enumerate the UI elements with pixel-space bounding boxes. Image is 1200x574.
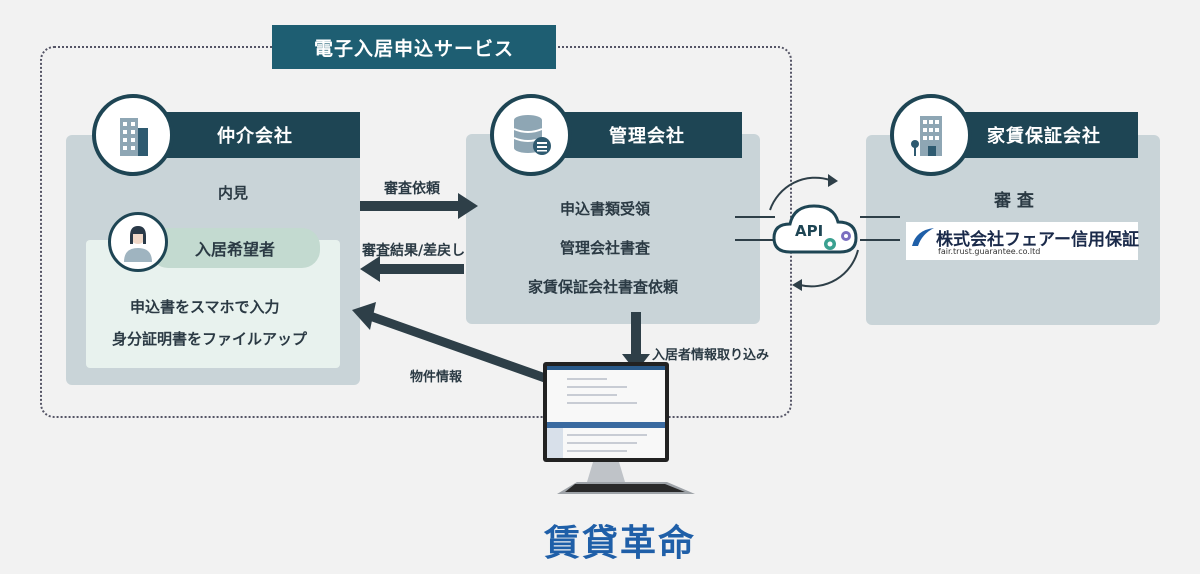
property-arrow <box>352 302 547 383</box>
guarantee-icon-circle <box>890 94 972 176</box>
request-label: 審査依頼 <box>384 181 440 197</box>
database-icon <box>513 115 551 155</box>
review-text: 審 査 <box>994 191 1034 211</box>
api-cycle-arrows <box>769 174 859 291</box>
bank-building-icon <box>911 116 942 156</box>
request-arrow <box>360 193 478 219</box>
cloud-icon <box>772 204 858 254</box>
naiken-text: 内見 <box>218 184 249 202</box>
result-arrow <box>360 256 464 282</box>
broker-icon-circle <box>92 94 174 176</box>
product-name: 賃貸革命 <box>544 523 697 564</box>
person-icon <box>124 226 152 262</box>
api-connection-lines <box>735 216 900 241</box>
management-item-2: 管理会社書査 <box>560 239 651 257</box>
management-item-1: 申込書類受領 <box>560 200 651 218</box>
result-label: 審査結果/差戻し <box>362 243 466 259</box>
guarantee-company-logo: 株式会社フェアー信用保証 fair.trust.guarantee.co.ltd <box>906 222 1139 260</box>
applicant-line-2: 身分証明書をファイルアップ <box>112 330 308 348</box>
company-name: 株式会社フェアー信用保証 <box>936 230 1139 250</box>
applicant-line-1: 申込書をスマホで入力 <box>130 298 280 316</box>
guarantee-label: 家賃保証会社 <box>950 112 1138 158</box>
management-item-3: 家賃保証会社書査依頼 <box>528 278 679 296</box>
applicant-label: 入居希望者 <box>150 228 320 268</box>
gear-icon <box>824 231 851 250</box>
management-label: 管理会社 <box>552 112 742 158</box>
import-label: 入居者情報取り込み <box>652 348 770 363</box>
swoosh-logo-icon <box>912 228 934 246</box>
monitor-icon <box>543 362 695 494</box>
broker-label: 仲介会社 <box>150 112 360 158</box>
api-label: API <box>795 222 824 240</box>
property-label: 物件情報 <box>410 370 463 385</box>
service-title: 電子入居申込サービス <box>272 25 556 69</box>
office-building-icon <box>120 118 148 156</box>
applicant-icon-circle <box>108 212 168 272</box>
management-icon-circle <box>490 94 572 176</box>
company-url: fair.trust.guarantee.co.ltd <box>938 247 1041 256</box>
